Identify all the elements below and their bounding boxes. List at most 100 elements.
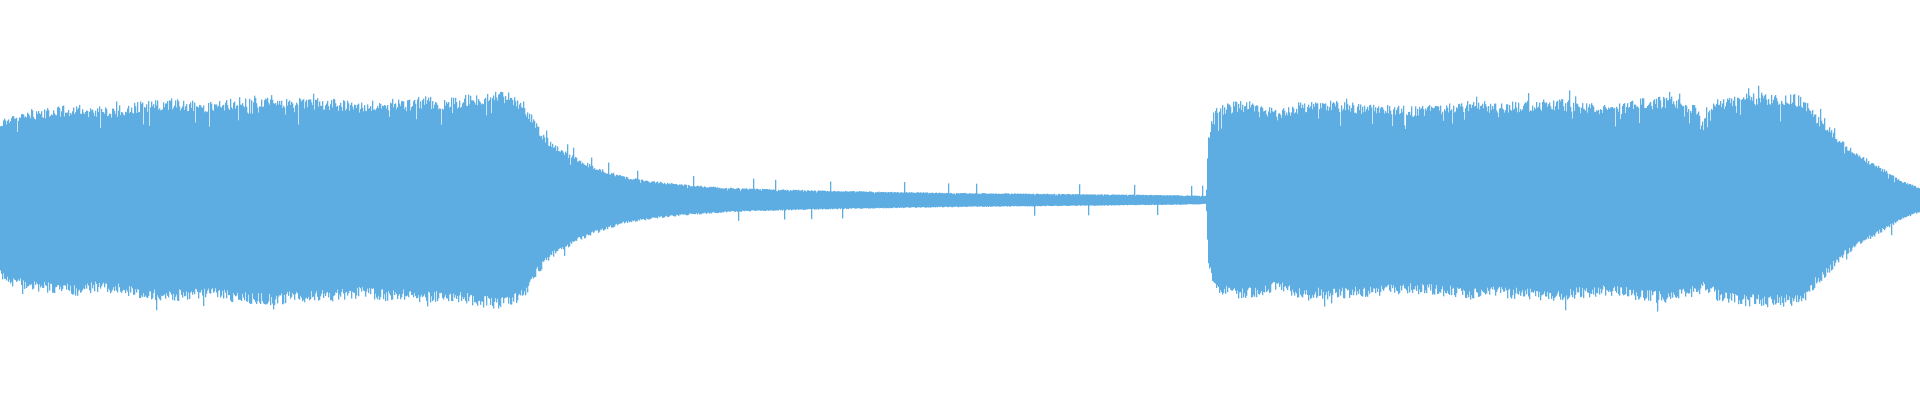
waveform-sample — [799, 190, 801, 210]
waveform-sample — [1023, 193, 1025, 207]
waveform-sample — [1211, 121, 1213, 274]
waveform-sample — [1145, 194, 1147, 206]
waveform-sample — [1504, 112, 1506, 292]
waveform-sample — [67, 112, 69, 284]
waveform-sample — [1208, 137, 1210, 264]
waveform-sample — [1173, 195, 1175, 205]
waveform-sample — [539, 135, 541, 272]
waveform-sample — [765, 189, 767, 212]
waveform-sample — [734, 188, 736, 212]
waveform-sample — [1732, 106, 1734, 293]
waveform-sample — [1138, 194, 1140, 205]
waveform-sample — [846, 191, 848, 210]
waveform-sample — [1626, 106, 1628, 288]
waveform-sample — [583, 163, 585, 237]
waveform-sample — [792, 190, 794, 210]
waveform-sample — [1713, 103, 1715, 287]
waveform-sample — [561, 150, 563, 250]
waveform-sample — [97, 108, 99, 293]
waveform-sample — [426, 103, 428, 301]
waveform-sample — [1584, 109, 1586, 290]
waveform-sample — [631, 179, 633, 223]
waveform-sample — [1847, 150, 1849, 254]
waveform-sample — [385, 105, 387, 302]
waveform-sample — [1, 125, 3, 274]
waveform-sample — [559, 151, 561, 249]
waveform-sample — [1816, 123, 1818, 284]
waveform-sample — [781, 189, 783, 210]
waveform-sample — [1866, 158, 1868, 240]
waveform-sample — [703, 187, 705, 214]
waveform-sample — [892, 192, 894, 209]
waveform-sample — [667, 182, 669, 218]
waveform-sample — [1055, 195, 1057, 206]
waveform-sample — [1107, 194, 1109, 206]
waveform-sample — [158, 109, 160, 298]
waveform-sample — [298, 124, 300, 299]
waveform-sample — [96, 116, 98, 284]
waveform-sample — [1441, 114, 1443, 290]
waveform-sample — [660, 181, 662, 217]
waveform-sample — [203, 105, 205, 307]
waveform-sample — [1683, 106, 1685, 289]
waveform-sample — [1160, 195, 1162, 205]
waveform-sample — [341, 106, 343, 292]
waveform-sample — [1345, 110, 1347, 288]
waveform-sample — [1400, 113, 1402, 286]
waveform-sample — [910, 192, 912, 208]
waveform-sample — [1141, 195, 1143, 205]
waveform-sample — [675, 183, 677, 217]
waveform-sample — [1335, 106, 1337, 294]
waveform-sample — [359, 112, 361, 288]
waveform-sample — [216, 104, 218, 293]
waveform-sample — [820, 190, 822, 210]
waveform-sample — [519, 104, 521, 294]
waveform-sample — [1776, 98, 1778, 304]
waveform-sample — [600, 169, 602, 230]
waveform-sample — [919, 192, 921, 208]
waveform-sample — [131, 107, 133, 287]
waveform-sample — [1551, 109, 1553, 299]
waveform-sample — [1181, 195, 1183, 205]
waveform-sample — [899, 192, 901, 208]
waveform-sample — [694, 186, 696, 215]
waveform-sample — [988, 193, 990, 207]
waveform-sample — [1167, 195, 1169, 205]
waveform-sample — [418, 96, 420, 296]
waveform-sample — [153, 104, 155, 294]
waveform-sample — [578, 161, 580, 237]
waveform-sample — [1265, 110, 1267, 286]
waveform-sample — [770, 189, 772, 211]
waveform-sample — [637, 170, 639, 222]
waveform-sample — [819, 190, 821, 209]
waveform-sample — [1714, 105, 1716, 292]
waveform-sample — [102, 112, 104, 284]
waveform-sample — [1122, 194, 1124, 206]
waveform-sample — [1408, 112, 1410, 287]
waveform-sample — [736, 188, 738, 211]
waveform-sample — [80, 113, 82, 293]
waveform-sample — [1536, 102, 1538, 292]
waveform-sample — [1444, 109, 1446, 291]
waveform-sample — [290, 104, 292, 299]
waveform-sample — [463, 102, 465, 300]
waveform-sample — [1861, 158, 1863, 244]
waveform-sample — [607, 173, 609, 230]
waveform-sample — [250, 113, 252, 304]
waveform-sample — [146, 104, 148, 298]
waveform-sample — [1842, 141, 1844, 258]
waveform-sample — [11, 117, 13, 282]
waveform-sample — [145, 107, 147, 296]
waveform-sample — [869, 191, 871, 209]
waveform-sample — [1813, 116, 1815, 290]
waveform-sample — [612, 173, 614, 228]
waveform-sample — [1313, 103, 1315, 298]
waveform-sample — [1072, 194, 1074, 206]
waveform-sample — [1369, 105, 1371, 294]
waveform-sample — [1768, 99, 1770, 298]
waveform-sample — [1161, 195, 1163, 205]
waveform-sample — [555, 145, 557, 254]
waveform-sample — [570, 164, 572, 243]
waveform-sample — [1026, 193, 1028, 207]
